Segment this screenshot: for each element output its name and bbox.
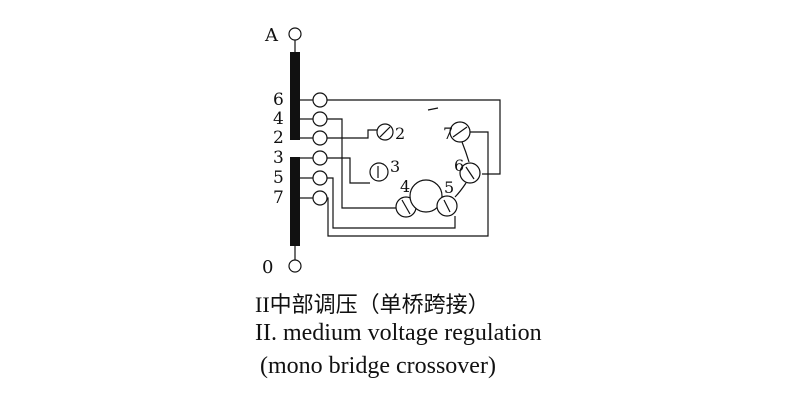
winding-lower [290,157,300,246]
tap-3-circle [312,150,328,166]
wire-tap7-c7 [327,131,489,237]
tap-label-6: 6 [273,90,284,110]
wire-tap6-c6 [327,99,501,175]
contact-label-6: 6 [454,156,464,175]
terminal-a-circle [288,27,302,41]
arc-7-6 [461,141,470,163]
tap-label-4: 4 [273,109,284,129]
bridge-contact [409,179,443,213]
tap-label-2: 2 [273,128,284,148]
contact-label-7: 7 [443,124,453,143]
tap-label-7: 7 [273,188,284,208]
wire-tap2-c2 [327,129,378,139]
terminal-a-label: A [264,25,279,46]
caption-english-line1: II. medium voltage regulation [255,320,542,346]
winding-upper [290,52,300,140]
terminal-0-circle [288,259,302,273]
arc-6-5 [454,182,467,198]
contact-label-2: 2 [395,124,405,143]
terminal-0-label: 0 [262,257,273,278]
selector-mark [427,107,439,111]
contact-3 [369,162,389,182]
tap-label-5: 5 [273,168,284,188]
tap-6-circle [312,92,328,108]
tap-7-circle [312,190,328,206]
tap-label-3: 3 [273,148,284,168]
tap-4-circle [312,111,328,127]
tap-2-circle [312,130,328,146]
tap-5-circle [312,170,328,186]
caption-chinese: II中部调压（单桥跨接） [255,292,490,317]
wire-tap4-c4 [327,118,396,209]
wire-tap3-c3 [327,157,370,184]
contact-label-3: 3 [390,157,400,176]
contact-label-5: 5 [444,178,454,197]
caption-english-line2: (mono bridge crossover) [260,353,496,379]
contact-label-4: 4 [400,177,410,196]
wire-tap5-c5 [327,177,456,229]
